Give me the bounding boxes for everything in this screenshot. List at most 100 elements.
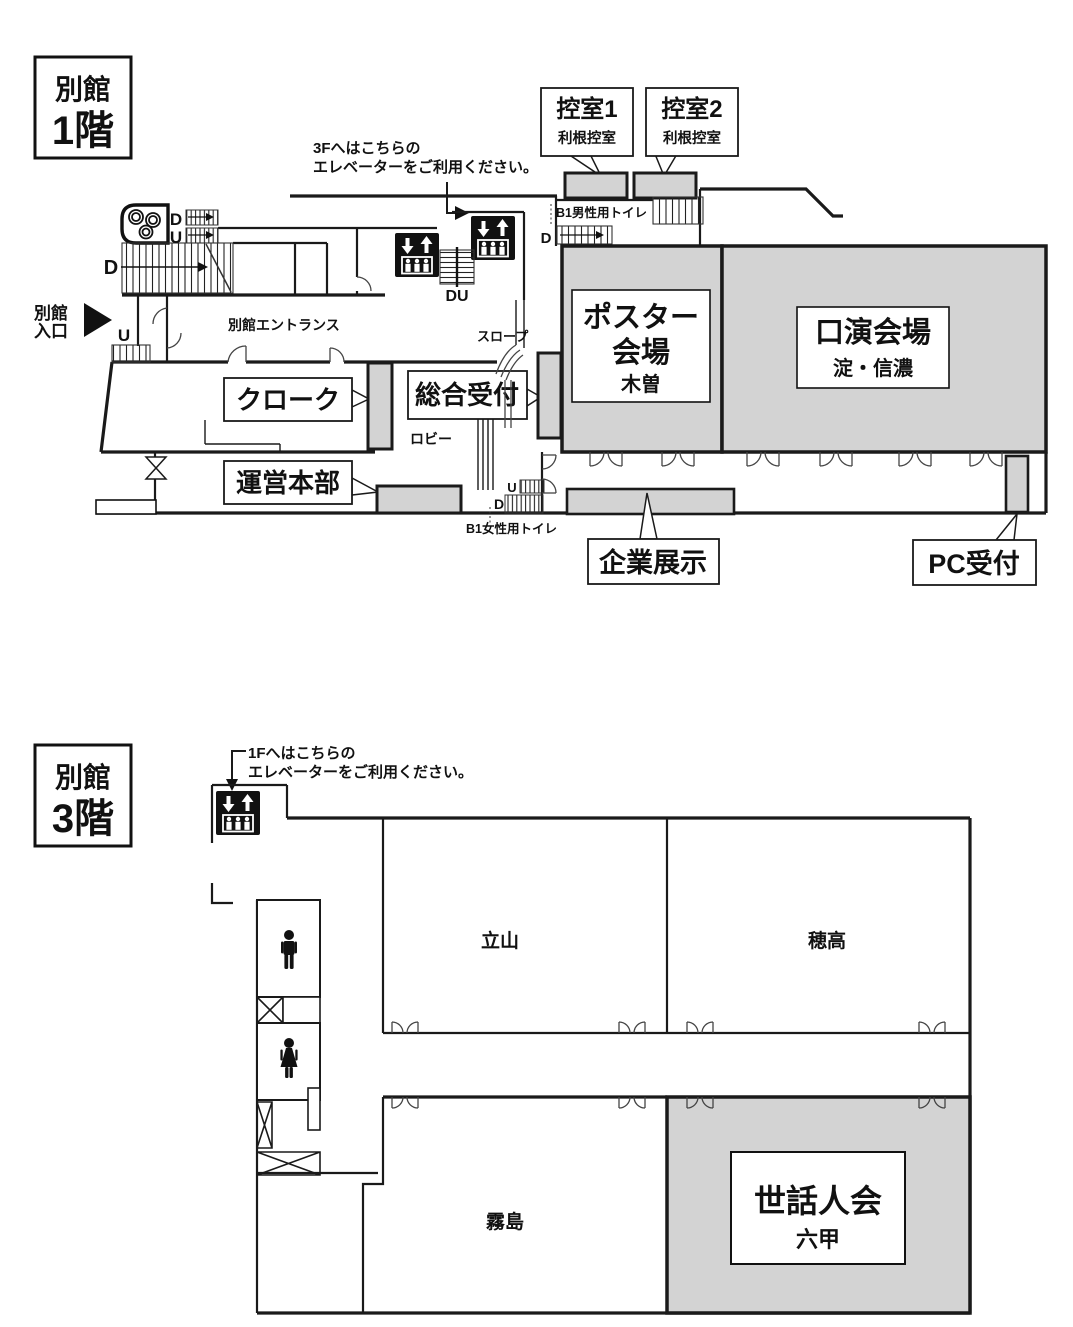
exterior-step	[95, 499, 157, 515]
kirishima-label: 霧島	[485, 1210, 524, 1233]
b1f-u-label: U	[507, 480, 516, 495]
entrance-wall-doors	[227, 345, 345, 363]
door-arc	[152, 307, 168, 325]
floor3-note-line1: 1Fへはこちらの	[248, 745, 356, 762]
shaft-xbox	[256, 1101, 273, 1149]
floor3-title-line2: 3階	[52, 797, 114, 841]
floor1-note-line1: 3Fへはこちらの	[313, 140, 421, 157]
koen-label-sub: 淀・信濃	[833, 356, 914, 380]
floor3-outer-walls	[257, 816, 972, 1315]
hikae1-room	[563, 171, 629, 200]
floor1-title-line2: 1階	[52, 109, 114, 153]
b1-male-d-label: D	[541, 230, 552, 247]
pc-label: PC受付	[928, 548, 1020, 579]
stairs-hatch-vestibule	[652, 196, 704, 225]
kigyo-callout: 企業展示	[587, 492, 720, 585]
mini-u-arrow-icon	[206, 231, 214, 239]
hikae1-box	[540, 87, 634, 157]
lobby-label: ロビー	[410, 431, 452, 447]
toilet-block	[256, 899, 321, 1176]
elevator-icon	[470, 215, 516, 261]
door-arc	[166, 332, 182, 349]
stair-landing	[120, 203, 170, 245]
door-arc	[356, 276, 372, 292]
stairs-hatch-entrance	[111, 344, 151, 363]
hall-doors	[589, 451, 1003, 467]
poster-label-sub: 木曽	[620, 372, 661, 396]
pc-box	[912, 539, 1037, 586]
reception-box	[407, 370, 528, 420]
pc-pointer	[994, 511, 1019, 541]
double-door	[589, 451, 623, 467]
cloak-label: クローク	[236, 385, 340, 415]
cloak-pointer	[351, 388, 371, 409]
double-door	[918, 1096, 946, 1109]
double-door	[661, 451, 695, 467]
du-label: DU	[445, 288, 468, 305]
kigyo-label: 企業展示	[599, 547, 707, 578]
elevator-icon	[215, 790, 261, 836]
reception-desk	[536, 351, 563, 440]
wall-notch	[307, 1087, 321, 1131]
tateyama-label: 立山	[481, 929, 519, 952]
pc-desk	[1004, 454, 1030, 514]
hotaka-label: 穂高	[808, 929, 846, 952]
entrance-hall-label: 別館エントランス	[227, 317, 340, 333]
floor3-note-pointer	[231, 750, 246, 779]
main-staircase: D	[104, 203, 234, 294]
floor3-plan: 別館 3階 1Fへはこちらの エレベーターをご利用ください。 立山 穂高	[33, 743, 972, 1315]
b1-female-label: B1女性用トイレ	[466, 521, 557, 536]
slope-label: スロープ	[477, 329, 529, 344]
shaft-xbox	[256, 996, 284, 1024]
floor1-detail-walls	[204, 300, 525, 490]
stair-down-label: D	[104, 257, 118, 279]
hikae1-title: 控室1	[556, 95, 617, 123]
pc-callout: PC受付	[912, 511, 1037, 586]
double-door	[618, 1021, 646, 1034]
kigyo-box	[587, 538, 720, 585]
sewanin-label: 世話人会	[754, 1183, 882, 1219]
annex-entrance: 別館 入口 U	[33, 303, 182, 363]
hikae1-sub: 利根控室	[558, 129, 616, 147]
elevator-icon	[394, 232, 440, 278]
double-door	[819, 451, 853, 467]
b1m-arrow-icon	[596, 231, 604, 239]
double-door	[618, 1096, 646, 1109]
entrance-u-label: U	[118, 326, 130, 345]
koen-label-line1: 口演会場	[815, 316, 931, 349]
swing-door	[144, 456, 168, 480]
hikae2-box	[645, 87, 739, 157]
double-door	[746, 451, 780, 467]
entrance-arrow-icon	[84, 303, 112, 337]
slope-hatch	[495, 344, 524, 428]
floor1-title-line1: 別館	[55, 73, 111, 105]
entrance-label-line2: 入口	[34, 322, 68, 341]
stair-columns-icon	[128, 209, 161, 240]
b1-male-label: B1男性用トイレ	[556, 205, 647, 220]
double-door	[918, 1021, 946, 1034]
shaft-xbox	[256, 1151, 321, 1176]
hq-box	[223, 460, 353, 505]
b1-male-stairs: B1男性用トイレ D	[541, 205, 647, 247]
mini-d-label: D	[170, 210, 182, 229]
double-door	[686, 1096, 714, 1109]
poster-label-line2: 会場	[612, 336, 670, 369]
hikae2-sub: 利根控室	[663, 129, 721, 147]
sewanin-sub: 六甲	[796, 1227, 840, 1252]
floor3-lower-doors	[391, 1096, 946, 1109]
double-door	[686, 1021, 714, 1034]
stairs-hatch-b1f-d	[504, 494, 544, 514]
du-mini-stairs: D U	[170, 209, 219, 247]
stair-down-arrow-icon	[198, 262, 208, 272]
service-box	[282, 996, 321, 1024]
floor3-title-box: 別館 3階	[33, 743, 133, 848]
floor3-elevator-note: 1Fへはこちらの エレベーターをご利用ください。	[226, 745, 473, 791]
double-door	[391, 1021, 419, 1034]
poster-hall-labelbox: ポスター 会場 木曽	[571, 289, 711, 403]
reception-label: 総合受付	[415, 380, 519, 410]
cloak-desk	[366, 361, 394, 451]
hq-desk	[375, 484, 463, 515]
cloak-callout: クローク	[223, 377, 371, 422]
hikae2-title: 控室2	[661, 95, 722, 123]
